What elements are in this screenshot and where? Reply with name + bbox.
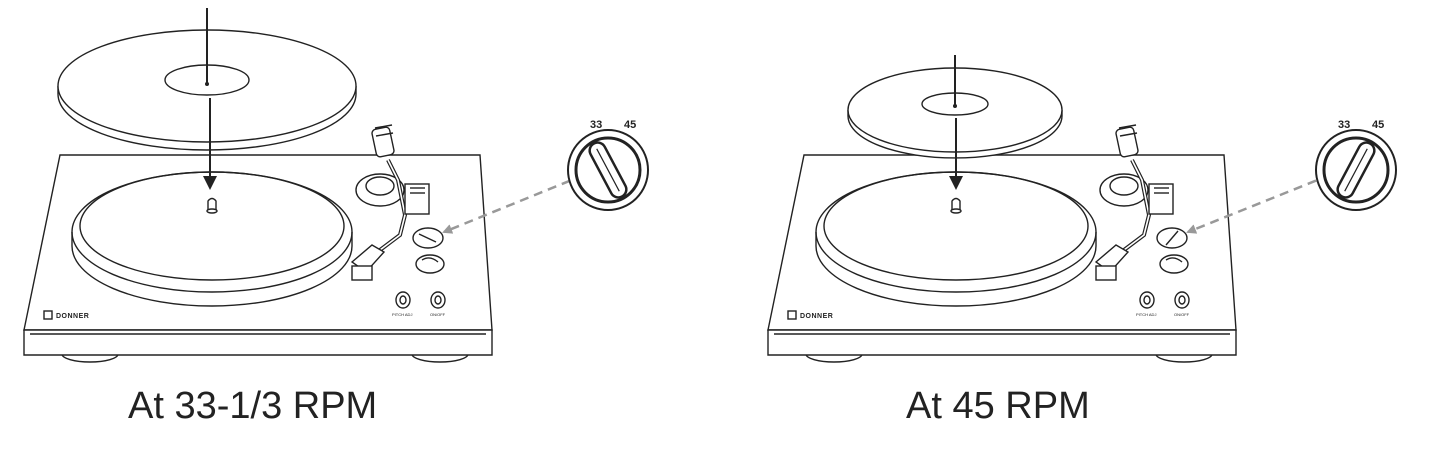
speed-label-45: 45 — [1372, 119, 1384, 131]
speed-selector-detail: 33 45 — [567, 119, 649, 211]
turntable-illustration: PITCH ADJ ON/OFF DONNER — [23, 124, 493, 363]
spindle — [207, 197, 217, 211]
turntable-plinth-front — [23, 329, 493, 356]
pitch-knob — [395, 291, 411, 309]
callout-arrow — [1186, 173, 1331, 234]
brand-logo: DONNER — [800, 313, 833, 320]
tonearm — [1094, 124, 1174, 281]
vinyl-record — [57, 29, 357, 151]
power-knob-label: ON/OFF — [430, 312, 446, 317]
turntable-illustration: PITCH ADJ ON/OFF DONNER — [767, 124, 1237, 363]
speed-label-33: 33 — [590, 119, 602, 131]
tonearm — [350, 124, 430, 281]
callout-arrow — [442, 173, 585, 234]
tonearm-rest — [1148, 183, 1174, 215]
panel-45rpm: PITCH ADJ ON/OFF DONNER 33 45 At 45 RP — [767, 55, 1397, 427]
power-knob — [1174, 291, 1190, 309]
pitch-knob — [1139, 291, 1155, 309]
speed-selector-detail: 33 45 — [1315, 119, 1397, 211]
power-knob — [430, 291, 446, 309]
down-arrow-icon — [949, 176, 963, 190]
counterweight — [1115, 126, 1139, 158]
caption-45rpm: At 45 RPM — [906, 385, 1090, 427]
spindle — [951, 197, 961, 211]
brand-logo: DONNER — [56, 313, 89, 320]
panel-33rpm: PITCH ADJ ON/OFF DONNER 33 — [23, 8, 649, 427]
speed-label-33: 33 — [1338, 119, 1350, 131]
turntable-plinth-front — [767, 329, 1237, 356]
counterweight — [371, 126, 395, 158]
down-arrow-icon — [203, 176, 217, 190]
pitch-knob-label: PITCH ADJ — [1136, 312, 1156, 317]
cartridge — [1095, 265, 1117, 281]
caption-33rpm: At 33-1/3 RPM — [128, 385, 377, 427]
cartridge — [351, 265, 373, 281]
tonearm-rest — [404, 183, 430, 215]
vinyl-record — [847, 67, 1063, 159]
speed-label-45: 45 — [624, 119, 636, 131]
pitch-knob-label: PITCH ADJ — [392, 312, 412, 317]
power-knob-label: ON/OFF — [1174, 312, 1190, 317]
